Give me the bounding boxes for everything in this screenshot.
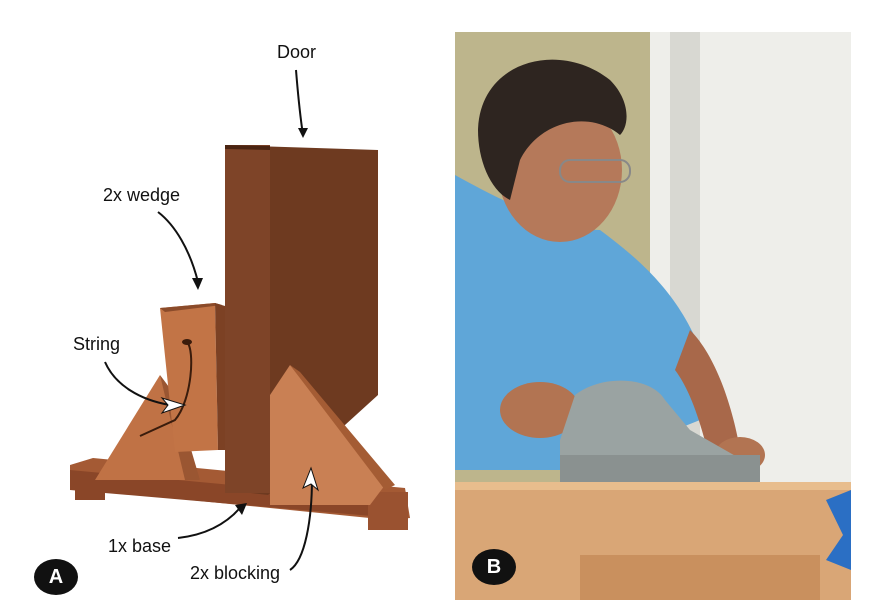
label-base: 1x base <box>108 536 172 556</box>
wedge-arrow <box>192 278 203 290</box>
label-string: String <box>73 334 121 354</box>
glasses <box>559 159 631 183</box>
base-foot-left <box>75 480 105 500</box>
badge-b: B <box>472 549 516 585</box>
blocking-arrow <box>302 466 320 492</box>
base-arrow <box>235 503 247 515</box>
label-door: Door <box>277 42 317 62</box>
door-jig-illustration <box>70 69 410 571</box>
blue-tape <box>826 490 851 570</box>
string-line <box>139 341 193 437</box>
door-arrow <box>298 128 308 138</box>
string-arrow <box>160 397 187 415</box>
label-blocking: 2x blocking <box>190 563 281 583</box>
blocking-left <box>95 375 200 480</box>
wedge-front <box>160 303 218 452</box>
badge-a: A <box>34 559 78 595</box>
hair <box>478 59 627 200</box>
label-wedge: 2x wedge <box>103 185 181 205</box>
blocking-right <box>270 365 385 505</box>
